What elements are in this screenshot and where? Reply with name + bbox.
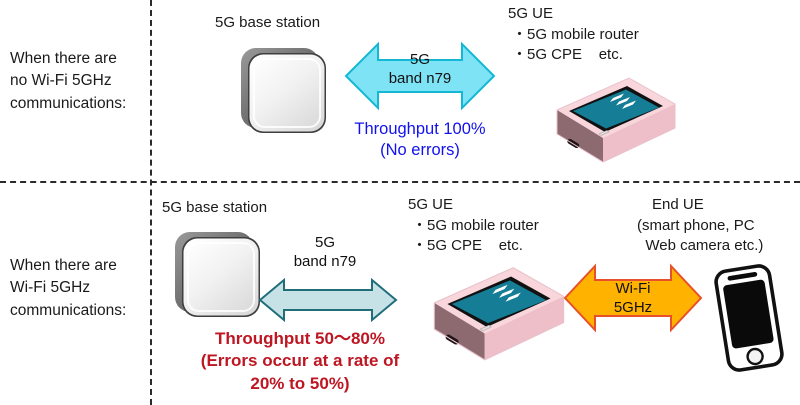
end-ue-detail: (smart phone, PC Web camera etc.)	[637, 217, 764, 254]
link-arrow-wifi	[563, 258, 703, 343]
base-station-icon	[238, 44, 330, 145]
horizontal-divider	[0, 181, 800, 183]
row-1-ue-bullets: ・5G mobile router ・5G CPE etc.	[512, 26, 639, 63]
row-2-condition-label: When there are Wi-Fi 5GHz communications…	[10, 257, 127, 319]
link-arrow-5g-top-label: 5G band n79	[388, 51, 452, 88]
mobile-router-icon	[408, 265, 568, 372]
mobile-router-icon	[533, 76, 679, 173]
link-arrow-5g-bottom-label: 5G band n79	[293, 234, 357, 271]
row-1-base-station-label: 5G base station	[215, 14, 321, 31]
row-1-ue-title: 5G UE	[508, 5, 554, 22]
vertical-divider	[150, 0, 152, 405]
row-2-ue-bullets: ・5G mobile router ・5G CPE etc.	[412, 217, 539, 254]
end-ue-title: End UE	[652, 196, 704, 213]
link-arrow-5g-top	[344, 38, 496, 119]
base-station-icon	[172, 228, 264, 329]
row-1-throughput-label: Throughput 100% (No errors)	[354, 120, 486, 160]
row-2-throughput-label: Throughput 50〜80% (Errors occur at a rat…	[200, 329, 400, 393]
row-1-condition-label: When there are no Wi-Fi 5GHz communicati…	[10, 50, 127, 112]
row-2-ue-title: 5G UE	[408, 196, 454, 213]
row-2-base-station-label: 5G base station	[162, 199, 268, 216]
link-arrow-5g-bottom	[258, 276, 398, 329]
smartphone-icon	[706, 262, 792, 379]
link-arrow-wifi-label: Wi-Fi 5GHz	[613, 280, 653, 317]
